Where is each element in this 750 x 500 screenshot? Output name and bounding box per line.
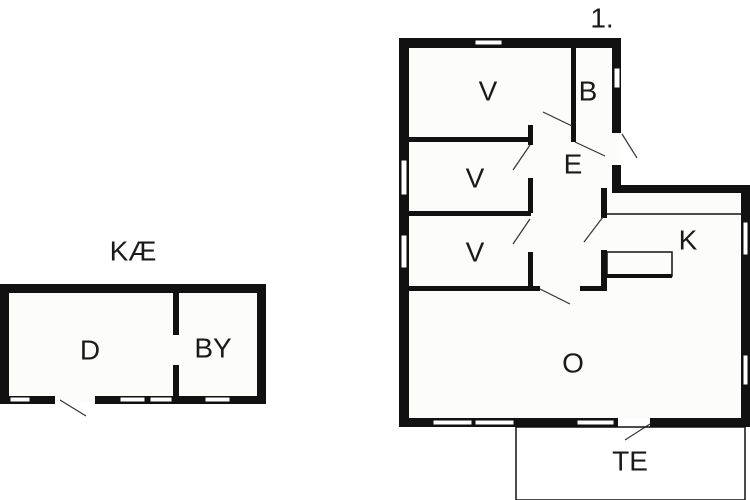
window bbox=[432, 419, 473, 426]
room-label-terrace: TE bbox=[612, 445, 648, 476]
room-label-bedroom-3: V bbox=[466, 236, 485, 267]
room-label-by: BY bbox=[194, 332, 232, 363]
window bbox=[576, 419, 615, 426]
window bbox=[119, 396, 146, 403]
annex-floor bbox=[5, 289, 261, 401]
floor-label: 1. bbox=[590, 2, 613, 33]
door-swing bbox=[59, 399, 87, 417]
room-label-d: D bbox=[80, 334, 100, 365]
window bbox=[400, 234, 408, 269]
window bbox=[474, 419, 515, 426]
window bbox=[474, 39, 503, 46]
window bbox=[149, 396, 173, 403]
main-floor-east bbox=[612, 190, 746, 424]
room-label-bedroom-1: V bbox=[479, 75, 498, 106]
main-floor bbox=[405, 44, 617, 424]
annex-building bbox=[0, 284, 266, 417]
window bbox=[742, 354, 749, 386]
window bbox=[742, 221, 749, 256]
main-building bbox=[399, 38, 750, 441]
terrace-door-opening bbox=[618, 418, 650, 427]
window bbox=[613, 67, 621, 89]
annex-label: KÆ bbox=[110, 235, 157, 266]
room-label-entrance: E bbox=[564, 148, 583, 179]
window bbox=[400, 159, 408, 196]
room-label-bathroom: B bbox=[579, 75, 598, 106]
terrace bbox=[515, 426, 746, 500]
window bbox=[9, 396, 31, 403]
window bbox=[204, 396, 231, 403]
room-label-bedroom-2: V bbox=[466, 162, 485, 193]
room-label-living: O bbox=[562, 347, 584, 378]
room-label-kitchen: K bbox=[679, 224, 698, 255]
